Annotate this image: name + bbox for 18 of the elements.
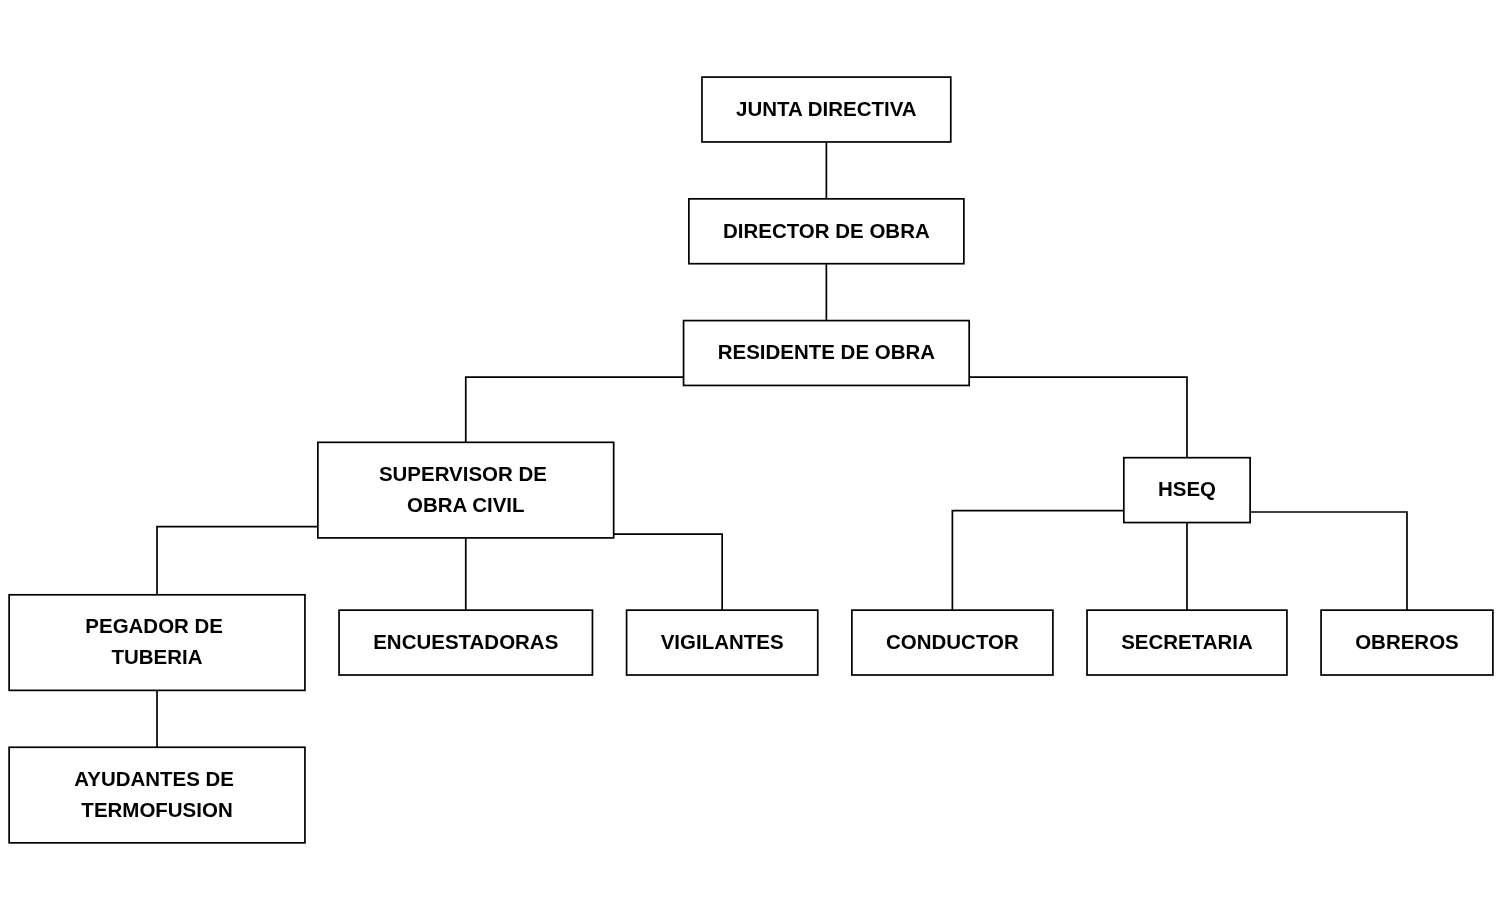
node-box: HSEQ — [1122, 456, 1251, 524]
node-box: VIGILANTES — [625, 609, 819, 676]
connector — [825, 141, 828, 200]
connector — [464, 537, 467, 612]
node-box: CONDUCTOR — [851, 609, 1054, 676]
node-box: AYUDANTES DE TERMOFUSION — [8, 746, 306, 844]
connector — [156, 689, 158, 749]
node-box: ENCUESTADORAS — [338, 609, 594, 676]
connector — [612, 533, 723, 612]
node-box: DIRECTOR DE OBRA — [688, 198, 965, 265]
node-box: SECRETARIA — [1086, 609, 1288, 676]
node-box: RESIDENTE DE OBRA — [682, 319, 971, 387]
node-box: PEGADOR DE TUBERIA — [8, 593, 306, 692]
connector — [1186, 521, 1188, 612]
node-box: SUPERVISOR DE OBRA CIVIL — [317, 441, 615, 539]
node-box: JUNTA DIRECTIVA — [701, 76, 952, 143]
connector — [825, 262, 828, 322]
node-box: OBREROS — [1320, 609, 1494, 676]
